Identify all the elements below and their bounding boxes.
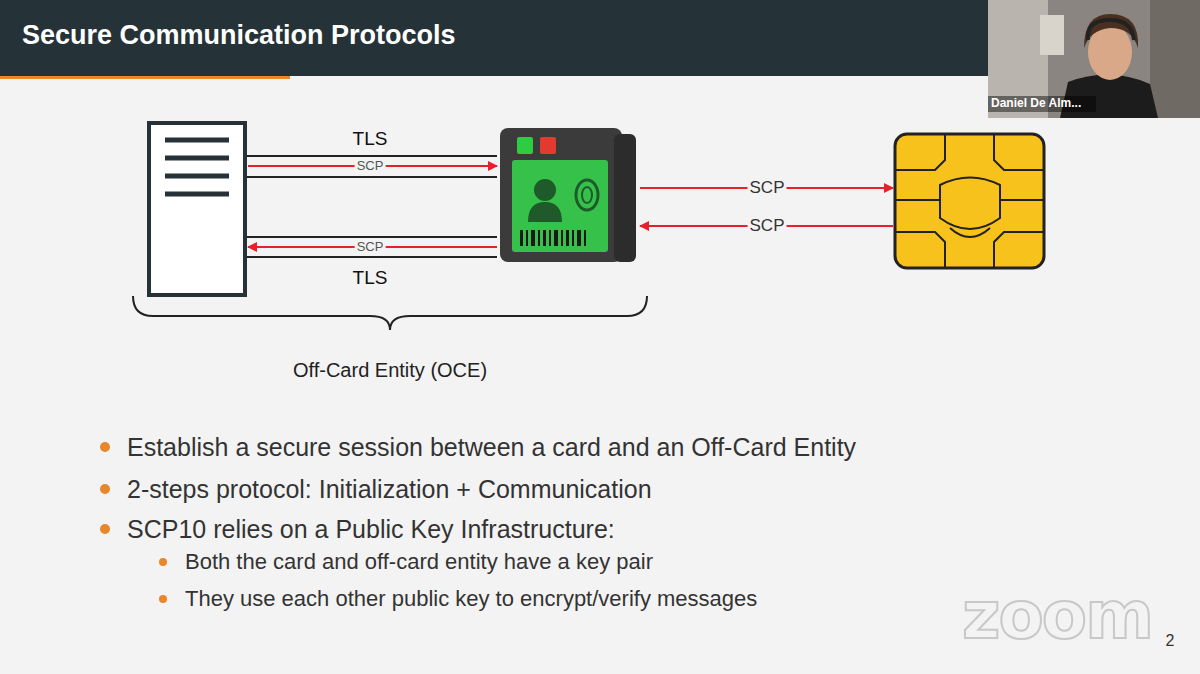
protocol-label: SCP [748,216,787,236]
header-accent [0,76,290,79]
sub-bullet-text: They use each other public key to encryp… [185,586,757,611]
bullet-text: 2-steps protocol: Initialization + Commu… [127,475,652,504]
protocol-label: TLS [353,267,388,289]
slide-title: Secure Communication Protocols [22,20,456,51]
webcam-thumbnail [988,0,1200,118]
protocol-label: SCP [355,240,386,255]
tls-tunnel [247,156,497,257]
zoom-watermark: zoom [962,578,1152,654]
participant-name: Daniel De Alm... [991,97,1081,111]
protocol-label: SCP [748,178,787,198]
card-terminal-icon [500,128,636,262]
page-number: 2 [1166,632,1175,650]
grouping-brace [133,296,647,330]
sub-bullet-text: Both the card and off-card entity have a… [185,549,653,574]
protocol-label: SCP [355,159,386,174]
protocol-label: TLS [353,128,388,150]
bullet-text: Establish a secure session between a car… [127,433,856,462]
smart-card-chip [895,134,1044,268]
server-icon [149,123,245,295]
bullet-text: SCP10 relies on a Public Key Infrastruct… [127,515,615,544]
group-label: Off-Card Entity (OCE) [293,359,487,382]
